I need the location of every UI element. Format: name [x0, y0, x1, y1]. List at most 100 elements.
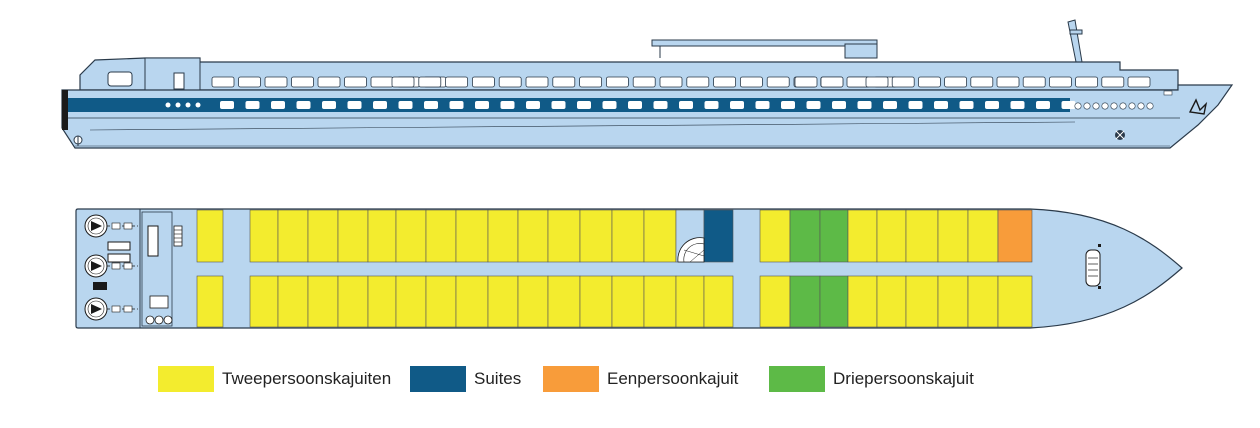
bow-logo — [1188, 98, 1208, 115]
cabin-grid — [196, 209, 1033, 328]
upper-window — [944, 76, 967, 88]
engine-room — [93, 209, 173, 328]
ship-side-view — [61, 19, 1234, 149]
lower-window — [653, 101, 668, 109]
cabin-double — [997, 275, 1033, 328]
porthole — [1083, 102, 1091, 110]
legend-swatch-single — [543, 366, 599, 392]
upper-window — [996, 76, 1020, 88]
upper-window — [970, 76, 994, 88]
cabin-triple — [789, 209, 821, 263]
cabin-triple — [789, 275, 821, 328]
cabin-double — [847, 209, 878, 263]
upper-window — [291, 76, 314, 88]
lower-window — [475, 101, 489, 109]
legend: Tweepersoonskajuiten Suites Eenpersoonka… — [0, 366, 1260, 396]
cabin-double — [905, 275, 939, 328]
upper-window — [238, 76, 261, 88]
legend-label-single: Eenpersoonkajuit — [607, 369, 739, 388]
cabin-double — [547, 209, 581, 263]
porthole — [195, 102, 201, 108]
anchor-icon — [1115, 130, 1125, 140]
upper-window — [264, 76, 288, 88]
lower-window — [985, 101, 999, 109]
lower-window — [500, 101, 515, 109]
lower-window — [704, 101, 719, 109]
cabin-double — [367, 275, 397, 328]
porthole — [1074, 102, 1082, 110]
upper-window — [606, 76, 629, 88]
upper-window — [891, 76, 915, 88]
lower-window — [322, 101, 336, 109]
cabin-double — [455, 275, 489, 328]
lower-window — [781, 101, 795, 109]
upper-window — [525, 76, 549, 88]
cabin-triple — [819, 209, 849, 263]
legend-label-suite: Suites — [474, 369, 522, 388]
upper-window — [471, 76, 495, 88]
cabin-double — [579, 275, 613, 328]
cabin-double — [249, 209, 279, 263]
engine-unit — [84, 254, 138, 278]
lower-window — [373, 101, 387, 109]
cabin-double — [425, 275, 457, 328]
upper-window — [418, 76, 442, 88]
cabin-suite — [703, 209, 734, 263]
upper-window — [740, 76, 763, 88]
upper-window — [918, 76, 941, 88]
porthole — [175, 102, 181, 108]
cabin-double — [249, 275, 279, 328]
cabin-double — [876, 209, 907, 263]
upper-window — [1127, 76, 1151, 88]
engine-unit — [84, 297, 138, 321]
upper-window — [211, 76, 235, 88]
cabin-double — [937, 275, 969, 328]
lower-window — [628, 101, 642, 109]
cabin-double — [487, 275, 519, 328]
lower-window — [526, 101, 540, 109]
legend-label-double: Tweepersoonskajuiten — [222, 369, 392, 388]
lower-window — [755, 101, 770, 109]
upper-window — [659, 76, 683, 88]
upper-window — [498, 76, 522, 88]
porthole — [1146, 102, 1154, 110]
upper-window — [766, 76, 790, 88]
legend-label-triple: Driepersoonskajuit — [833, 369, 974, 388]
porthole — [1092, 102, 1100, 110]
cabin-double — [395, 209, 427, 263]
upper-window — [865, 76, 889, 88]
cabin-double — [307, 209, 339, 263]
lower-window — [1061, 101, 1076, 109]
cabin-double — [847, 275, 878, 328]
lower-window — [934, 101, 948, 109]
upper-window — [344, 76, 367, 88]
lower-window — [296, 101, 311, 109]
lower-window — [449, 101, 464, 109]
porthole — [1110, 102, 1118, 110]
cabin-double — [277, 275, 309, 328]
cabin-double — [876, 275, 907, 328]
cabin-double — [905, 209, 939, 263]
cabin-double — [759, 275, 791, 328]
cabin-double — [517, 209, 549, 263]
cabin-double — [196, 275, 224, 328]
cabin-double — [611, 275, 645, 328]
upper-window — [1022, 76, 1046, 88]
cabin-double — [337, 275, 369, 328]
cabin-double — [579, 209, 613, 263]
legend-item-triple: Driepersoonskajuit — [769, 366, 974, 392]
lower-window — [806, 101, 821, 109]
upper-window — [713, 76, 736, 88]
cabin-double — [395, 275, 427, 328]
cabin-double — [643, 275, 677, 328]
lower-window — [551, 101, 566, 109]
porthole — [165, 102, 171, 108]
legend-item-suite: Suites — [410, 366, 521, 392]
lower-window — [577, 101, 591, 109]
lower-window — [959, 101, 974, 109]
lower-window — [857, 101, 872, 109]
ship-wheel-icon — [1085, 244, 1101, 289]
cabin-double — [937, 209, 969, 263]
cabin-double — [967, 275, 999, 328]
sun-deck-canopy — [651, 39, 878, 47]
